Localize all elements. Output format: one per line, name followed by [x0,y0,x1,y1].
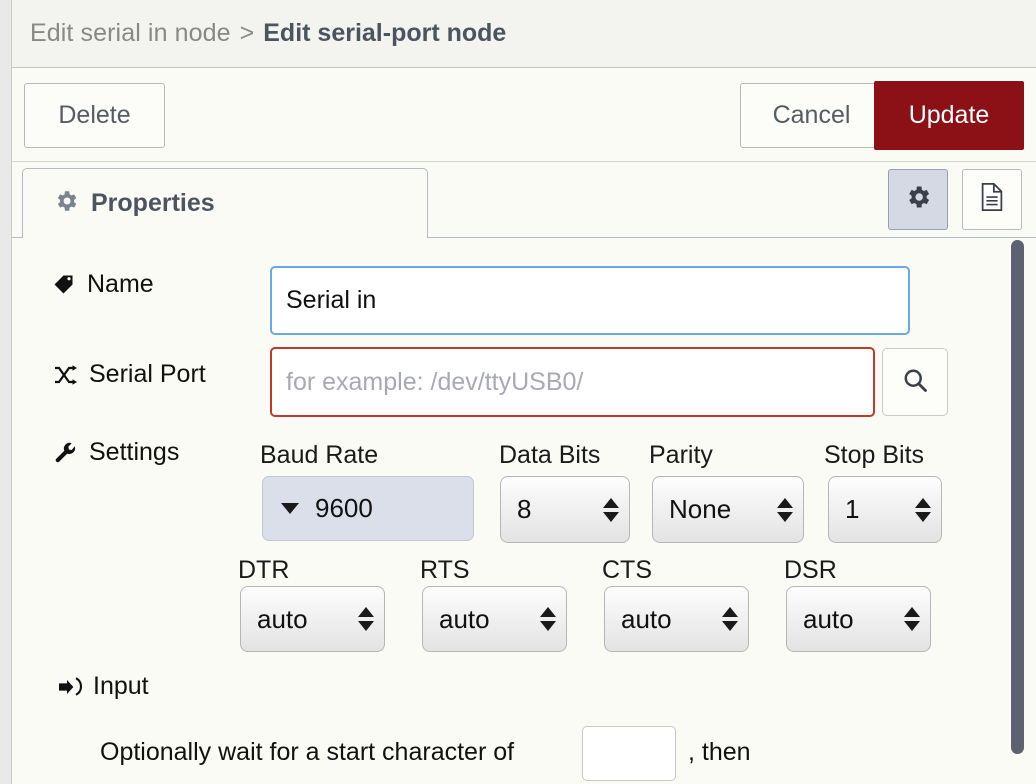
flow-control-header-row: DTR RTS CTS DSR [12,556,1036,588]
delete-button[interactable]: Delete [24,83,165,148]
tab-strip: Properties [12,163,1036,238]
settings-label-text: Settings [89,438,180,466]
chevron-down-icon [281,503,299,514]
baud-rate-value: 9600 [315,493,373,523]
serial-port-label-text: Serial Port [89,360,206,388]
stop-bits-value: 1 [845,494,860,524]
description-icon [978,182,1006,217]
breadcrumb-current: Edit serial-port node [263,19,507,47]
parity-value: None [669,494,732,524]
serial-port-search-button[interactable] [882,348,948,416]
dsr-select[interactable]: auto [786,586,931,652]
dsr-value: auto [803,603,854,634]
cts-value: auto [621,603,672,634]
input-section-label: Input [58,672,149,701]
stepper-arrows-icon [603,497,619,522]
properties-scrollbar-track[interactable] [1011,238,1034,784]
settings-label: Settings [52,438,179,467]
stepper-arrows-icon [904,607,920,631]
name-row: Name [12,252,1036,335]
stepper-arrows-icon [777,497,793,522]
cts-label: CTS [602,556,652,584]
gear-icon [53,188,79,219]
dialog-header: Edit serial in node > Edit serial-port n… [12,0,1036,68]
tab-properties-label: Properties [91,189,215,217]
cts-select[interactable]: auto [604,586,749,652]
start-character-text-before: Optionally wait for a start character of [100,738,515,766]
sign-in-icon [58,676,82,698]
stepper-arrows-icon [722,607,738,631]
cancel-button[interactable]: Cancel [740,83,883,148]
search-icon [901,366,929,399]
start-character-text-after: , then [688,738,751,766]
description-toolbar-button[interactable] [962,169,1022,230]
tag-icon [52,273,76,297]
stepper-arrows-icon [540,607,556,631]
rts-label: RTS [420,556,470,584]
data-bits-label: Data Bits [499,441,601,469]
tab-strip-divider [12,237,1036,238]
name-label: Name [52,270,154,299]
dtr-value: auto [257,603,308,634]
input-section-label-text: Input [93,672,149,700]
wrench-icon [52,441,78,465]
data-bits-select[interactable]: 8 [500,476,630,543]
baud-rate-select[interactable]: 9600 [262,476,474,541]
shuffle-icon [52,363,78,387]
flow-control-row: auto auto auto auto [12,586,1036,654]
dtr-label: DTR [238,556,290,584]
tab-properties[interactable]: Properties [22,168,428,238]
name-input[interactable] [270,266,910,335]
dtr-select[interactable]: auto [240,586,385,652]
breadcrumb-parent[interactable]: Edit serial in node [30,19,231,47]
stepper-arrows-icon [358,607,374,631]
rts-value: auto [439,603,490,634]
start-character-row: Optionally wait for a start character of… [12,726,1036,784]
dsr-label: DSR [784,556,837,584]
serial-port-input[interactable] [270,347,875,417]
breadcrumb-separator: > [239,19,255,47]
parity-select[interactable]: None [652,476,804,543]
dialog-action-bar: Delete Cancel Update [12,69,1036,162]
stop-bits-label: Stop Bits [824,441,925,469]
stepper-arrows-icon [915,497,931,522]
properties-panel: Name Serial Port [12,238,1036,784]
dialog-left-frame [0,0,12,784]
update-button[interactable]: Update [874,81,1024,150]
gear-toolbar-button[interactable] [888,169,948,230]
serial-port-row: Serial Port [12,342,1036,417]
rts-select[interactable]: auto [422,586,567,652]
name-label-text: Name [87,270,154,298]
stop-bits-select[interactable]: 1 [828,476,942,543]
input-section-header: Input [12,672,1036,708]
baud-rate-label: Baud Rate [260,441,379,469]
settings-header-row: Settings Baud Rate Data Bits Parity Stop… [12,438,1036,472]
serial-port-label: Serial Port [52,360,206,389]
parity-label: Parity [649,441,713,469]
properties-scrollbar-thumb[interactable] [1011,240,1024,754]
gear-icon [904,183,932,216]
settings-controls-row: 9600 8 None 1 [12,476,1036,544]
data-bits-value: 8 [517,494,532,524]
start-character-input[interactable] [582,726,676,781]
